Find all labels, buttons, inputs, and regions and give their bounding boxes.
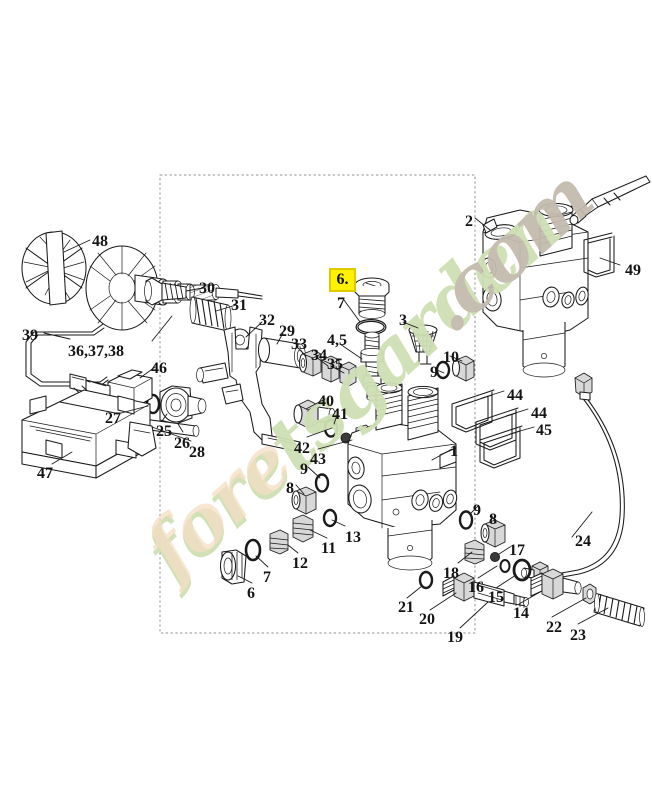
- callout-number: 7: [337, 295, 345, 312]
- callout-number: 20: [419, 611, 435, 628]
- part-17-ball: [489, 552, 500, 563]
- part-13-oring: [322, 508, 338, 528]
- callout-number: 2: [465, 213, 473, 230]
- part-33-nut: [298, 349, 322, 377]
- part-35-fitting: [339, 361, 357, 387]
- part-49-clip-and-rod: [569, 175, 651, 278]
- part-11-insert: [292, 514, 314, 543]
- callout-number: 11: [321, 540, 337, 557]
- part-7-oring-lower: [244, 538, 262, 562]
- part-30-spring-small: [144, 277, 187, 306]
- part-14-valve-body: [530, 568, 582, 600]
- callout-number: 23: [570, 627, 586, 644]
- part-40-fitting: [293, 399, 336, 429]
- highlighted-part-number-6[interactable]: 6.: [329, 268, 356, 292]
- callout-number: 28: [189, 444, 205, 461]
- callout-number: 29: [279, 323, 295, 340]
- callout-number: 32: [259, 312, 275, 329]
- part-6-plug-highlighted: [354, 277, 390, 319]
- callout-number: 36,37,38: [68, 343, 124, 360]
- highlight-label: 6.: [336, 271, 349, 288]
- callout-number: 10: [443, 349, 459, 366]
- part-18-insert: [464, 539, 485, 565]
- part-41-oring: [323, 418, 339, 438]
- callout-number: 33: [291, 336, 307, 353]
- part-9-oring-right-lower: [458, 510, 474, 530]
- callout-number: 15: [488, 589, 504, 606]
- callout-number: 21: [398, 599, 414, 616]
- callout-number: 22: [546, 619, 562, 636]
- callout-number: 39: [22, 327, 38, 344]
- callout-number: 4,5: [327, 332, 347, 349]
- part-47-base-frame: [21, 389, 157, 479]
- part-22-washer: [582, 583, 597, 605]
- part-2-upper-valve-block: [481, 202, 589, 378]
- callout-number: 3: [399, 312, 407, 329]
- callout-number: 35: [327, 356, 343, 373]
- callout-number: 19: [447, 629, 463, 646]
- callout-number: 8: [286, 480, 294, 497]
- part-15-oring: [512, 558, 532, 582]
- callout-number: 27: [105, 410, 121, 427]
- part-1-pump-housing: [347, 382, 458, 571]
- callout-number: 9: [300, 461, 308, 478]
- callout-number: 6: [247, 585, 255, 602]
- callout-number: 16: [468, 579, 484, 596]
- callout-number: 47: [37, 465, 53, 482]
- callout-number: 44: [531, 405, 547, 422]
- part-9-oring-left: [314, 473, 330, 493]
- callout-number: 25: [156, 423, 172, 440]
- callout-number: 45: [536, 422, 552, 439]
- part-8-bolt-left: [291, 486, 317, 515]
- callout-number: 17: [509, 542, 525, 559]
- part-34-nut: [321, 355, 340, 383]
- callout-number: 48: [92, 233, 108, 250]
- callout-number: 9: [473, 502, 481, 519]
- callout-number: 26: [174, 435, 190, 452]
- callout-number: 31: [231, 297, 247, 314]
- callout-number: 46: [151, 360, 167, 377]
- callout-number: 43: [310, 451, 326, 468]
- callout-number: 40: [318, 393, 334, 410]
- part-23-spring: [593, 593, 645, 627]
- part-16-oring-small: [499, 559, 511, 573]
- callout-number: 44: [507, 387, 523, 404]
- part-6-plug-lower: [219, 549, 247, 585]
- callout-number: 18: [443, 565, 459, 582]
- callout-number: 7: [263, 569, 271, 586]
- callout-number: 42: [294, 440, 310, 457]
- callout-number: 34: [311, 347, 327, 364]
- part-21-oring: [418, 570, 434, 590]
- callout-number: 9: [430, 364, 438, 381]
- callout-number: 13: [345, 529, 361, 546]
- callout-number: 24: [575, 533, 591, 550]
- part-39-wire-clip: [25, 323, 109, 387]
- part-8-bolt-right: [480, 519, 506, 548]
- callout-number: 41: [332, 406, 348, 423]
- callout-number: 14: [513, 605, 529, 622]
- part-12-insert: [269, 529, 289, 555]
- part-48-fan: [21, 230, 87, 306]
- part-10-plug: [451, 355, 475, 382]
- callout-number: 49: [625, 262, 641, 279]
- part-31-spring-large: [189, 296, 232, 332]
- callout-number: 8: [489, 511, 497, 528]
- callout-number: 12: [292, 555, 308, 572]
- callout-number: 30: [199, 280, 215, 297]
- callout-number: 1: [450, 443, 458, 460]
- part-45-clip: [479, 425, 523, 469]
